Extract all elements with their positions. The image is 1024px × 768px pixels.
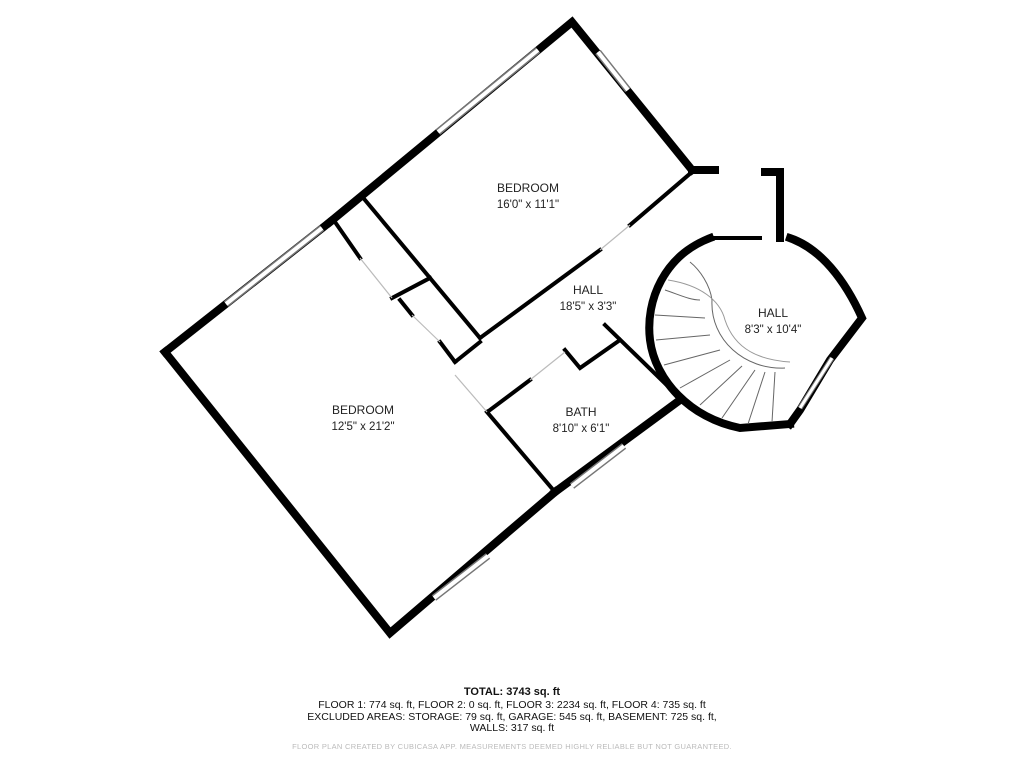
room-dimensions: 8'10" x 6'1" xyxy=(553,423,610,435)
room-hall-round: HALL 8'3" x 10'4" xyxy=(745,306,802,336)
interior-walls xyxy=(332,169,695,495)
room-bath: BATH 8'10" x 6'1" xyxy=(553,405,610,435)
disclaimer: FLOOR PLAN CREATED BY CUBICASA APP. MEAS… xyxy=(292,742,732,751)
spiral-stairs xyxy=(654,261,791,425)
room-dimensions: 12'5" x 21'2" xyxy=(331,421,394,433)
room-name: BEDROOM xyxy=(332,403,394,417)
exterior-walls xyxy=(159,16,784,639)
room-name: HALL xyxy=(758,306,788,320)
room-bedroom-top: BEDROOM 16'0" x 11'1" xyxy=(497,181,559,211)
room-hall-center: HALL 18'5" x 3'3" xyxy=(560,283,617,313)
total-area: TOTAL: 3743 sq. ft xyxy=(463,686,561,698)
windows xyxy=(223,47,631,601)
room-dimensions: 18'5" x 3'3" xyxy=(560,301,617,313)
room-name: BEDROOM xyxy=(497,181,559,195)
room-dimensions: 8'3" x 10'4" xyxy=(745,324,802,336)
excluded-areas: EXCLUDED AREAS: STORAGE: 79 sq. ft, GARA… xyxy=(307,711,717,723)
room-name: HALL xyxy=(573,283,603,297)
floor-areas: FLOOR 1: 774 sq. ft, FLOOR 2: 0 sq. ft, … xyxy=(318,699,706,711)
room-dimensions: 16'0" x 11'1" xyxy=(497,199,559,211)
walls-area: WALLS: 317 sq. ft xyxy=(469,722,555,734)
room-name: BATH xyxy=(565,405,596,419)
round-hall xyxy=(645,232,867,433)
doors xyxy=(359,224,631,413)
room-bedroom-left: BEDROOM 12'5" x 21'2" xyxy=(331,403,394,433)
